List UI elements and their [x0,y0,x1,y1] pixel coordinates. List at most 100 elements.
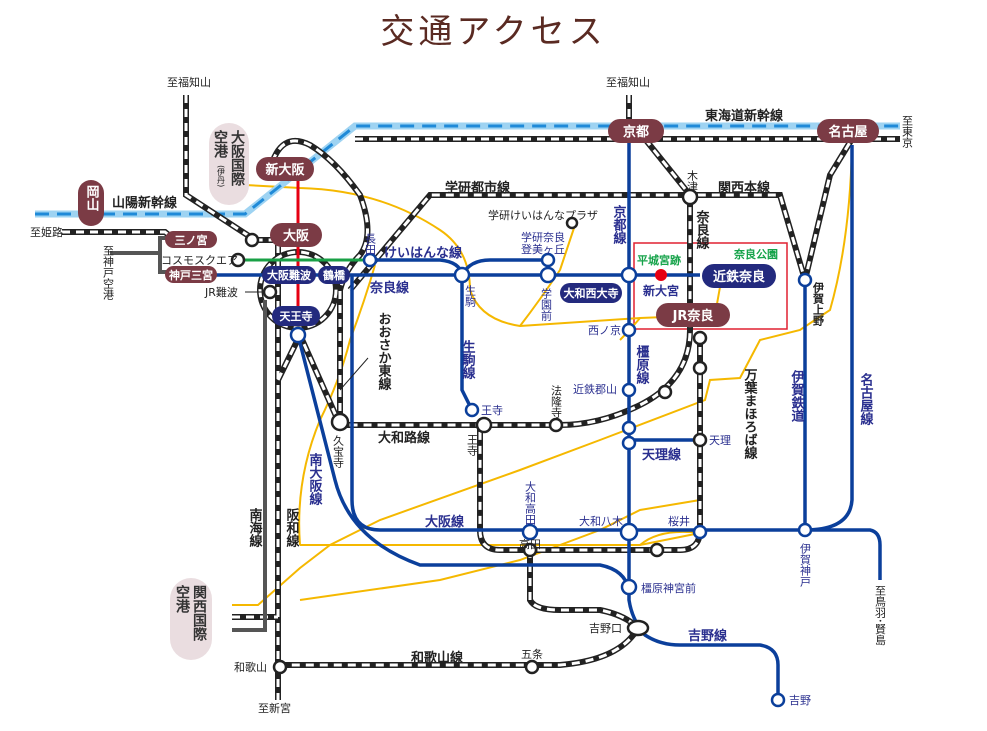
station-kyuhoji[interactable] [330,412,350,432]
manyo-mahoroba-line-label: 万葉まほろば線 [742,368,759,460]
yamato-saidaiji-label: 大和西大寺 [564,286,619,300]
label-nishinokyo: 西ノ京 [588,323,621,337]
station-oji-ikoma-line[interactable] [464,402,480,418]
station-sakurai[interactable] [692,524,708,540]
station-gojo[interactable] [524,659,540,675]
station-unebi[interactable] [649,542,665,558]
station-yoshinoguchi[interactable] [626,619,650,637]
station-pill-kobe-sannomiya[interactable]: 神戸三宮 [165,266,217,283]
station-oji[interactable] [475,416,493,434]
station-kashihara-jingumae[interactable] [620,578,638,596]
kansai-airport[interactable]: 関西国際 空港 [170,578,212,660]
station-gakuenmae[interactable] [539,266,557,284]
station-pill-sannomiya[interactable]: 三ノ宮 [165,231,217,248]
station-yamato-saidaiji-junction[interactable] [620,266,638,284]
station-yamato-line-crossing[interactable] [621,420,637,436]
page-title: 交通アクセス [380,12,607,52]
itami-airport[interactable]: 大阪国際 空港 (伊丹) [209,123,249,205]
station-pill-yamato-saidaiji[interactable]: 大和西大寺 [560,283,622,303]
dest-toba-kashikojima: 至鳥羽･賢島 [874,585,887,646]
iga-railway-label: 伊賀鉄道 [789,369,806,423]
station-takada[interactable] [522,542,538,558]
nagoya-label: 名古屋 [828,124,867,140]
kyoto-line-label: 京都線 [611,204,628,245]
label-nara-park: 奈良公園 [733,247,778,261]
station-markers [230,188,813,708]
station-pill-jr-nara[interactable]: JR奈良 [656,303,730,327]
kansai-airport-name2: 空港 [174,584,190,614]
station-ikoma[interactable] [453,266,471,284]
label-gojo: 五条 [521,647,543,661]
station-hirahata[interactable] [621,435,637,451]
label-cosmo-square: コスモスクエア [161,254,238,267]
station-pill-tsuruhashi[interactable]: 鶴橋 [318,266,350,284]
station-pill-tennoji[interactable]: 天王寺 [272,306,320,326]
osaka-higashi-line-label: おおさか東線 [376,312,392,391]
nankai-line [232,300,267,632]
shin-osaka-label: 新大阪 [265,162,305,178]
label-heijo-palace: 平城宮跡 [637,253,681,267]
label-kizu: 木津 [686,170,699,192]
keihanna-line-label: けいはんな線 [384,245,463,261]
station-pill-kintetsu-nara[interactable]: 近鉄奈良 [702,264,776,288]
label-ikoma: 生駒 [464,284,477,308]
station-abenobashi[interactable] [289,326,307,344]
station-nagata[interactable] [362,252,378,268]
itami-airport-sub: (伊丹) [217,165,226,187]
station-jr-kyobate[interactable] [692,330,708,346]
sannomiya-label: 三ノ宮 [175,233,208,247]
tennoji-label: 天王寺 [280,309,313,323]
station-gakken-plaza[interactable] [565,216,579,230]
station-jr-koriyama[interactable] [657,384,673,400]
yoshino-line-label: 吉野線 [688,628,728,644]
nagoya-line-label: 名古屋線 [858,372,874,426]
dest-kobe-airport: 至神戸空港 [102,245,115,300]
osaka-label: 大阪 [283,228,310,244]
nankai-line-label: 南海線 [247,507,263,548]
label-gakken-plaza: 学研けいはんなプラザ [488,208,598,222]
station-wakayama[interactable] [272,659,288,675]
tenri-line-label: 天理線 [642,447,682,463]
kintetsu-nara-label: 近鉄奈良 [713,269,765,285]
label-tenri: 天理 [709,434,731,447]
station-pill-nagoya[interactable]: 名古屋 [817,119,879,143]
station-yoshino[interactable] [770,692,786,708]
station-nishinokyo[interactable] [621,322,637,338]
label-kintetsu-koriyama: 近鉄郡山 [573,382,617,396]
wakayama-line-label: 和歌山線 [411,650,464,666]
yamatoji-line-label: 大和路線 [378,430,431,446]
station-iga-ueno[interactable] [797,272,813,288]
nara-kintetsu-line-label: 奈良線 [369,280,410,296]
hanwa-line-label: 阪和線 [284,508,300,548]
station-pill-shin-osaka[interactable]: 新大阪 [256,157,314,181]
station-jr-obitoke[interactable] [692,360,708,376]
label-yamato-takada: 大和高田 [524,480,537,525]
station-pill-osaka[interactable]: 大阪 [270,223,322,247]
station-jr-namba[interactable] [262,284,278,300]
dest-tokyo: 至東京 [901,115,914,149]
label-nagata: 長田 [364,233,377,255]
osaka-namba-label: 大阪難波 [267,268,312,282]
station-cosmo-square[interactable] [230,252,246,268]
station-tenri[interactable] [692,432,708,448]
label-takada: 高田 [519,537,541,551]
station-kizu[interactable] [681,188,699,206]
station-pill-okayama[interactable]: 岡山 [78,180,104,226]
station-horyuji[interactable] [548,417,564,433]
station-iga-kambe[interactable] [797,522,813,538]
station-amagasaki[interactable] [244,232,260,248]
station-pill-kyoto[interactable]: 京都 [608,119,664,143]
station-kintetsu-koriyama[interactable] [621,382,637,398]
dest-fukuchiyama-east: 至福知山 [606,75,650,89]
minami-osaka-line-label: 南大阪線 [307,452,323,506]
label-horyuji: 法隆寺 [550,384,563,418]
osaka-line-label: 大阪線 [425,514,465,530]
label-kyuhoji: 久宝寺 [332,435,345,468]
station-yamato-takada[interactable] [521,523,539,541]
label-gakuenmae: 学園前 [540,287,553,322]
label-tomigaoka: 登美ヶ丘 [521,242,565,256]
station-gakken-nara[interactable] [540,252,556,268]
osaka-higashi-leader [339,357,369,391]
station-yamato-yagi[interactable] [619,522,639,542]
station-pill-osaka-namba[interactable]: 大阪難波 [262,266,316,284]
